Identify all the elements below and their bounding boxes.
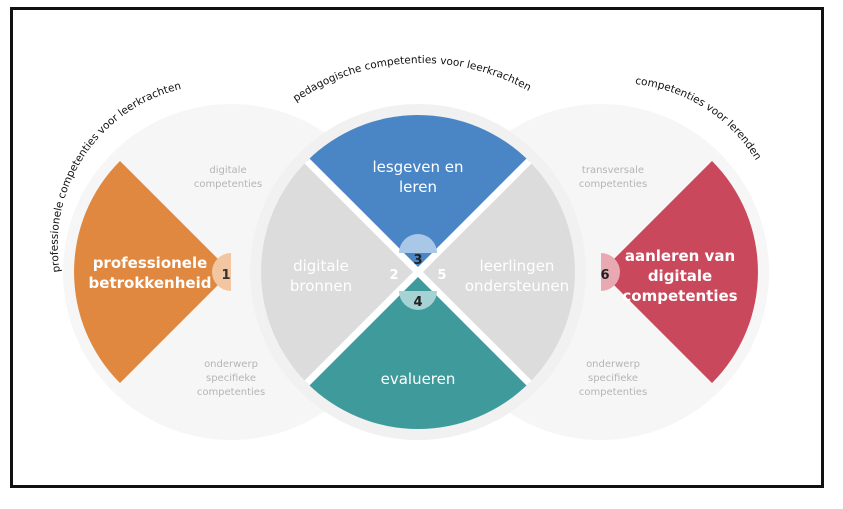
number-5: 5 — [437, 268, 446, 283]
arc-title-top: pedagogische competenties voor leerkrach… — [291, 54, 533, 104]
badge-3 — [399, 234, 437, 253]
segment-4-label: evalueren — [381, 370, 456, 388]
segment-6-competenties — [601, 161, 758, 383]
segment-4-evalueren — [307, 272, 529, 429]
right-top-label-2: competenties — [579, 179, 647, 190]
left-top-label-2: competenties — [194, 179, 262, 190]
segment-5-label-line2: ondersteunen — [465, 277, 569, 295]
competence-diagram: 1 2 3 4 5 6 professionele betrokkenheid … — [49, 54, 769, 440]
segment-2-label-line2: bronnen — [290, 277, 352, 295]
segment-2-label-line1: digitale — [293, 257, 349, 275]
right-top-label-1: transversale — [582, 165, 644, 176]
right-bottom-label-2: specifieke — [588, 373, 638, 384]
segment-2-bronnen — [261, 161, 418, 383]
left-top-label-1: digitale — [209, 165, 246, 176]
badge-6 — [601, 253, 620, 291]
left-bottom-label-2: specifieke — [206, 373, 256, 384]
left-bottom-label-3: competenties — [197, 387, 265, 398]
segment-6-label-line1: aanleren van — [625, 247, 735, 265]
segment-6-label-line3: competenties — [622, 287, 737, 305]
segment-5-label-line1: leerlingen — [480, 257, 555, 275]
segment-3-label-line2: leren — [399, 178, 437, 196]
right-bottom-label-1: onderwerp — [586, 359, 640, 370]
separator-diagonal-b — [304, 158, 532, 386]
segment-1-betrokkenheid — [74, 161, 231, 383]
segment-1-label-line1: professionele — [93, 254, 208, 272]
segment-6-label-line2: digitale — [648, 267, 712, 285]
segment-1-label-line2: betrokkenheid — [89, 274, 212, 292]
diagram-frame: 1 2 3 4 5 6 professionele betrokkenheid … — [10, 7, 824, 488]
left-bottom-label-1: onderwerp — [204, 359, 258, 370]
segment-3-lesgeven — [307, 115, 529, 272]
badge-1 — [212, 253, 231, 291]
segment-5-ondersteunen — [418, 161, 575, 383]
badge-4 — [399, 291, 437, 310]
segment-3-label-line1: lesgeven en — [372, 158, 463, 176]
number-1: 1 — [221, 268, 230, 283]
number-2: 2 — [389, 268, 398, 283]
right-bottom-label-3: competenties — [579, 387, 647, 398]
number-4: 4 — [413, 295, 422, 310]
number-6: 6 — [600, 268, 609, 283]
arc-title-top-path: pedagogische competenties voor leerkrach… — [291, 54, 533, 104]
number-3: 3 — [413, 253, 422, 268]
